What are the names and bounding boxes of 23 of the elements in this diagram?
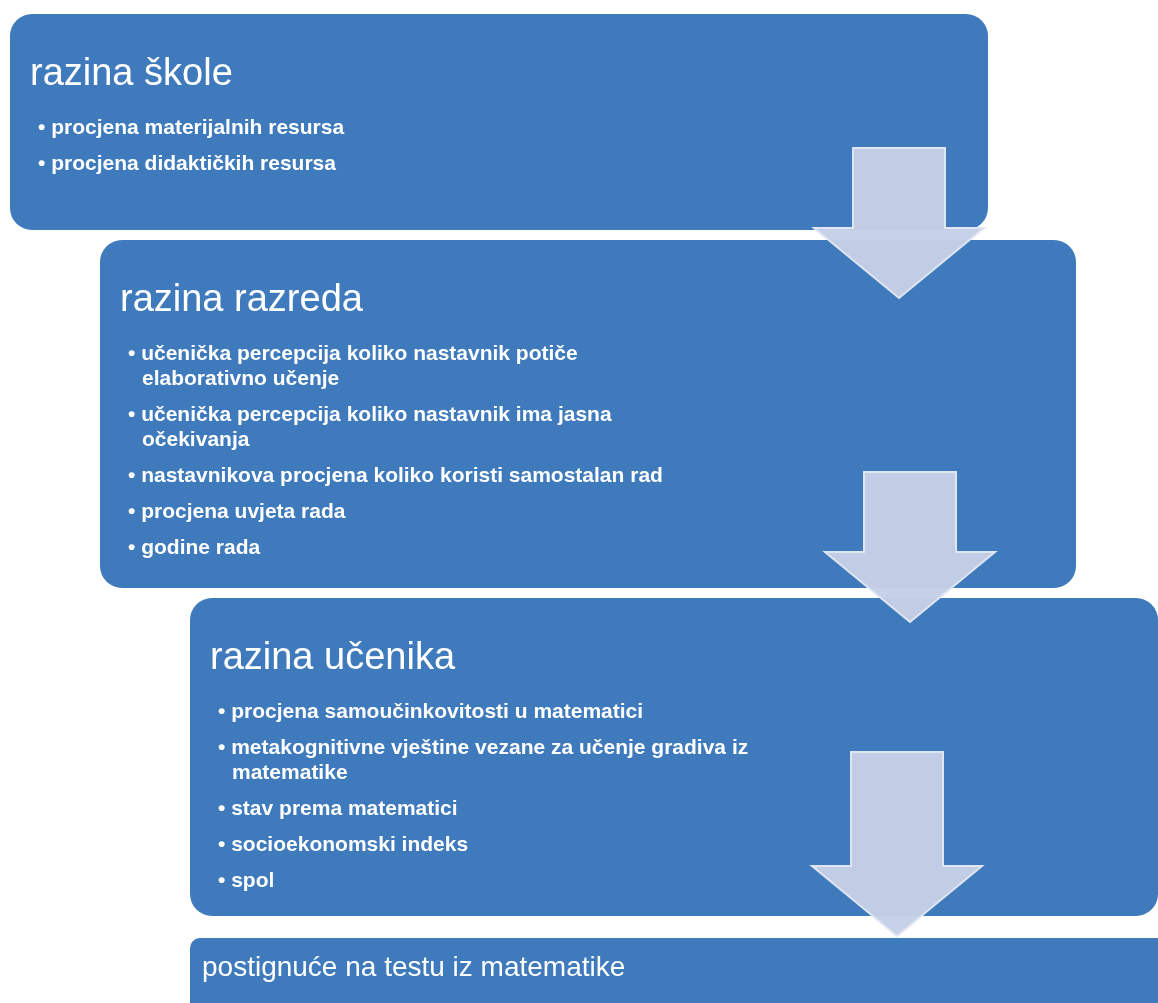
outcome-box [190,938,1158,1003]
bullet-item: • stav prema matematici [218,794,459,820]
level-box [190,598,1158,916]
bullet-item: • procjena uvjeta rada [128,497,347,523]
bullet-item: • metakognitivne vještine vezane za učenje gradiva iz matematike [218,733,750,784]
bullet-item: • spol [218,866,276,892]
bullet-item: • nastavnikova procjena koliko koristi samostalan rad [128,461,664,487]
bullet-item: • učenička percepcija koliko nastavnik ima jasna očekivanja [128,400,613,451]
block-arrow [811,147,987,300]
block-arrow [809,751,985,938]
box-heading: razina učenika [210,636,457,678]
box-heading: postignuće na testu iz matematike [202,952,627,983]
bullet-item: • procjena samoučinkovitosti u matematici [218,697,645,723]
block-arrow [822,471,998,624]
level-box [10,14,988,230]
box-heading: razina škole [30,52,234,94]
bullet-item: • socioekonomski indeks [218,830,470,856]
box-heading: razina razreda [120,278,364,320]
bullet-item: • procjena materijalnih resursa [38,113,346,139]
bullet-item: • učenička percepcija koliko nastavnik potiče elaborativno učenje [128,339,579,390]
bullet-item: • godine rada [128,533,262,559]
bullet-item: • procjena didaktičkih resursa [38,149,337,175]
level-box [100,240,1076,588]
